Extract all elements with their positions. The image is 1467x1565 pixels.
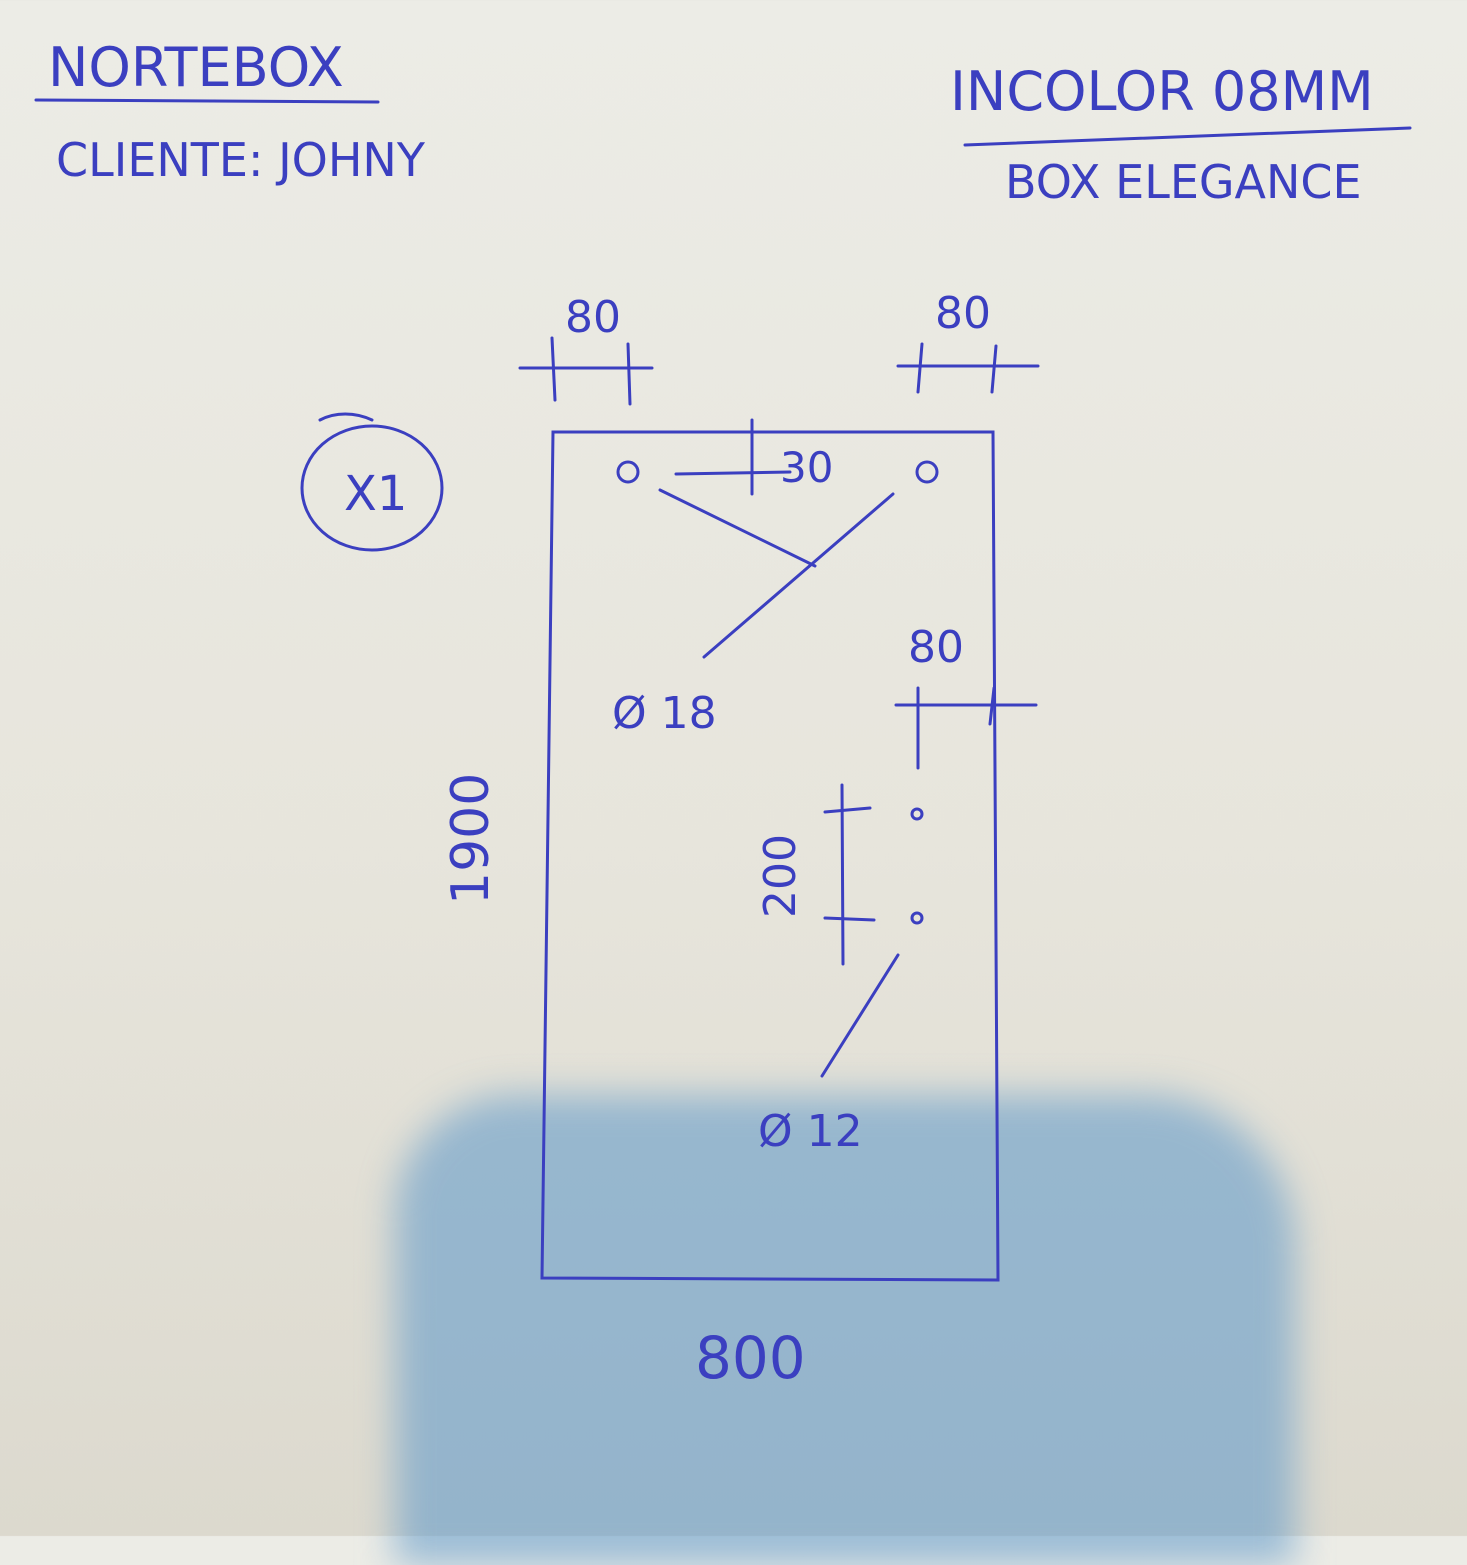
dim-height-1900: 1900 (441, 773, 501, 905)
dim-tick-200-top (823, 806, 872, 814)
company-name: NORTEBOX (48, 36, 344, 99)
dim-top-left-80: 80 (565, 292, 621, 343)
dim-tick-top-right-2 (990, 344, 998, 394)
material-spec: INCOLOR 08MM (950, 60, 1374, 123)
hole-lower-lower (910, 911, 924, 925)
hole-label-d18: Ø 18 (612, 688, 717, 739)
hole-top-left (616, 460, 640, 484)
dim-tick-right-side-2 (988, 686, 996, 726)
client-name: CLIENTE: JOHNY (56, 133, 426, 187)
dim-lower-hole-200: 200 (755, 834, 806, 918)
leader-line-lower-hole (820, 953, 900, 1078)
dim-top-right-80: 80 (935, 288, 991, 339)
quantity-mark: X1 (344, 466, 407, 522)
hole-lower-upper (910, 807, 924, 821)
phone-shadow (395, 1095, 1295, 1565)
dim-width-800: 800 (695, 1324, 806, 1392)
hole-label-d12: Ø 12 (758, 1106, 863, 1157)
dim-tick-200-bottom (823, 916, 876, 922)
dim-line-30 (674, 470, 792, 476)
dim-tick-top-left-1 (550, 336, 557, 402)
dim-right-side-80: 80 (908, 622, 964, 673)
dim-line-200 (840, 783, 845, 966)
hole-top-right (915, 460, 939, 484)
dim-tick-top-left-2 (626, 342, 632, 406)
dim-tick-top-right-1 (916, 342, 924, 394)
leader-line-right-hole (702, 492, 895, 659)
leader-line-left-hole (658, 488, 817, 568)
dim-top-hole-30: 30 (780, 443, 833, 492)
company-underline (34, 98, 380, 104)
material-underline (963, 126, 1412, 147)
quantity-circle-tail (318, 412, 374, 422)
glass-panel-outline (540, 430, 1000, 1282)
product-name: BOX ELEGANCE (1005, 155, 1362, 209)
quantity-circle (300, 424, 444, 552)
